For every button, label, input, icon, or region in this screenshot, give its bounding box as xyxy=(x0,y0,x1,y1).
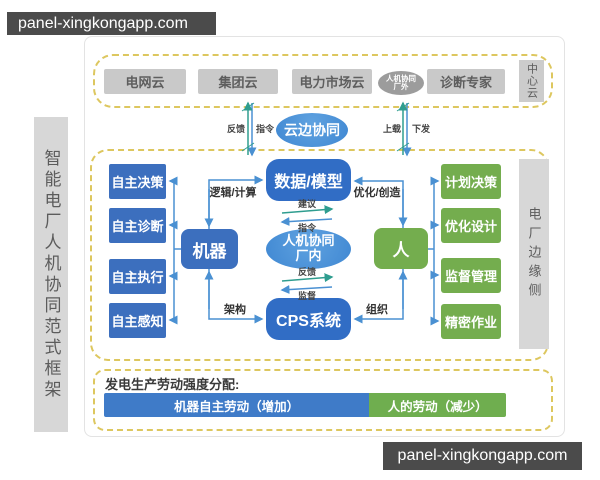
optimize-design-box: 优化设计 xyxy=(441,208,501,243)
center-cloud-label: 中心云 xyxy=(525,63,538,99)
onsite-collaboration-ellipse: 人机协同 厂内 xyxy=(266,229,351,269)
autonomous-execution-box: 自主执行 xyxy=(109,259,166,294)
supervise-manage-box: 监督管理 xyxy=(441,258,501,293)
watermark-text: panel-xingkongapp.com xyxy=(397,447,568,464)
human-node: 人 xyxy=(374,228,428,269)
offsite-collaboration-badge: 人机协同 厂外 xyxy=(378,71,424,95)
plant-edge-side-label: 电厂边缘侧 xyxy=(526,206,542,302)
autonomous-diagnosis-box: 自主诊断 xyxy=(109,208,166,243)
plant-edge-side-bar: 电厂边缘侧 xyxy=(519,159,549,349)
labor-frame xyxy=(93,369,553,431)
diagnosis-expert-box: 诊断专家 xyxy=(427,69,505,94)
upload-label: 上载 xyxy=(382,124,401,134)
logic-compute-label: 逻辑/计算 xyxy=(209,187,257,199)
watermark-top-left: panel-xingkongapp.com xyxy=(7,12,216,35)
labor-title: 发电生产劳动强度分配: xyxy=(105,377,240,392)
cps-system-node: CPS系统 xyxy=(266,298,351,340)
power-market-cloud-box: 电力市场云 xyxy=(292,69,372,94)
architecture-label: 架构 xyxy=(224,304,246,316)
machine-labor-segment: 机器自主劳动（增加） xyxy=(104,393,370,417)
onsite-line1: 人机协同 xyxy=(282,233,335,249)
offsite-line2: 厂外 xyxy=(393,82,409,91)
command-mid-label: 指令 xyxy=(297,223,316,233)
suggest-label: 建议 xyxy=(297,199,316,209)
human-labor-segment: 人的劳动（减少） xyxy=(369,393,506,417)
feedback-mid-label: 反馈 xyxy=(297,267,316,277)
offsite-line1: 人机协同 xyxy=(386,73,416,83)
center-cloud-box: 中心云 xyxy=(519,60,544,102)
autonomous-decision-box: 自主决策 xyxy=(109,164,166,199)
organize-label: 组织 xyxy=(366,304,388,316)
framework-title: 智能电厂人机协同范式框架 xyxy=(41,148,61,401)
autonomous-perception-box: 自主感知 xyxy=(109,303,166,338)
labor-bar: 机器自主劳动（增加） 人的劳动（减少） xyxy=(104,393,506,417)
framework-title-bar: 智能电厂人机协同范式框架 xyxy=(34,117,68,432)
cloud-layer-frame xyxy=(93,54,553,108)
command-down-label: 指令 xyxy=(256,124,275,134)
watermark-text: panel-xingkongapp.com xyxy=(18,14,188,32)
grid-cloud-box: 电网云 xyxy=(104,69,186,94)
supervise-label: 监督 xyxy=(297,291,316,301)
data-model-node: 数据/模型 xyxy=(266,159,351,201)
machine-node: 机器 xyxy=(181,229,238,269)
onsite-line2: 厂内 xyxy=(295,248,322,263)
group-cloud-box: 集团云 xyxy=(198,69,278,94)
dispatch-label: 下发 xyxy=(412,124,431,134)
cloud-edge-collab-ellipse: 云边协同 xyxy=(276,113,348,147)
optimize-create-label: 优化/创造 xyxy=(353,187,401,199)
feedback-up-label: 反馈 xyxy=(226,124,245,134)
diagram-panel: 电网云 集团云 电力市场云 人机协同 厂外 诊断专家 中心云 云边协同 反馈 指… xyxy=(84,36,565,437)
precision-work-box: 精密作业 xyxy=(441,304,501,339)
plan-decision-box: 计划决策 xyxy=(441,164,501,199)
watermark-bottom-right: panel-xingkongapp.com xyxy=(383,442,582,470)
cloud-edge-collab-label: 云边协同 xyxy=(284,121,340,138)
